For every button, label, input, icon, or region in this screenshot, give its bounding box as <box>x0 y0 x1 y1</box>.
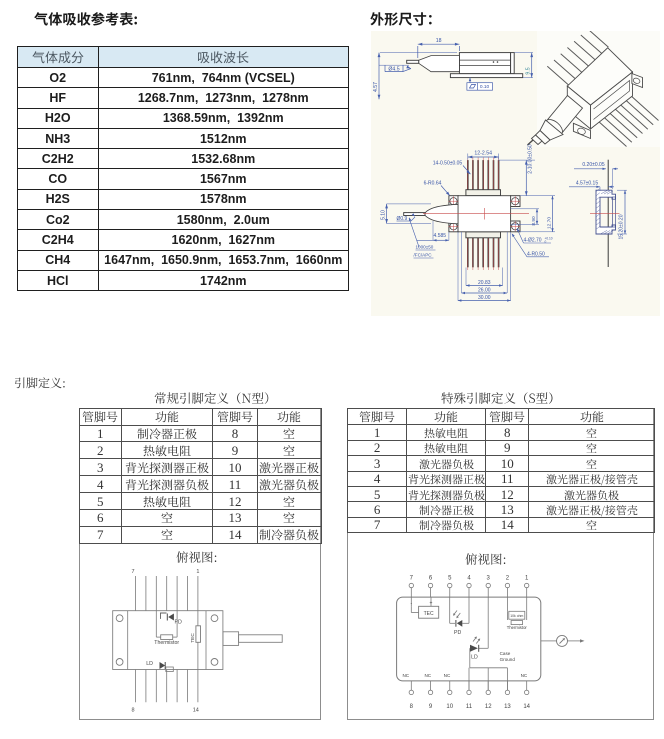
svg-text:Ø0.9: Ø0.9 <box>397 216 408 222</box>
svg-text:PD: PD <box>175 620 183 626</box>
svg-text:Thermistor: Thermistor <box>507 625 528 630</box>
svg-text:12.70: 12.70 <box>546 217 552 229</box>
svg-text:Ø4.5: Ø4.5 <box>388 66 399 72</box>
svg-text:8.90: 8.90 <box>531 216 537 226</box>
svg-text:1: 1 <box>196 569 199 575</box>
svg-text:+0.10: +0.10 <box>545 237 553 241</box>
svg-text:9.5: 9.5 <box>525 67 531 74</box>
svg-text:14-0.50±0.05: 14-0.50±0.05 <box>433 160 463 166</box>
svg-text:30.00: 30.00 <box>478 295 491 301</box>
svg-text:10: 10 <box>446 704 453 710</box>
svg-text:26.00: 26.00 <box>478 288 491 294</box>
svg-text:13: 13 <box>504 704 511 710</box>
svg-text:5: 5 <box>448 576 452 582</box>
svg-text:3: 3 <box>487 576 491 582</box>
svg-text:4: 4 <box>467 576 471 582</box>
svg-text:2-10.00±0.50: 2-10.00±0.50 <box>527 144 533 174</box>
svg-text:4.57±0.15: 4.57±0.15 <box>576 180 598 186</box>
svg-text:TEC: TEC <box>424 611 434 617</box>
svg-text:1: 1 <box>525 576 529 582</box>
svg-text:12-2.54: 12-2.54 <box>474 151 492 157</box>
svg-text:8: 8 <box>131 708 134 714</box>
svg-text:5.10: 5.10 <box>380 210 386 220</box>
svg-text:7: 7 <box>131 569 134 575</box>
svg-text:7: 7 <box>410 576 414 582</box>
svg-text:-: - <box>410 601 412 607</box>
svg-text:NC: NC <box>521 673 528 678</box>
svg-text:+: + <box>430 601 433 607</box>
svg-text:TEC: TEC <box>190 633 196 643</box>
svg-text:Thermistor: Thermistor <box>154 640 179 646</box>
svg-text:1000±50: 1000±50 <box>416 245 434 250</box>
svg-text:4-Ø2.70: 4-Ø2.70 <box>524 238 542 244</box>
svg-text:9: 9 <box>429 704 433 710</box>
svg-text:4-R0.50: 4-R0.50 <box>527 251 545 257</box>
svg-text:NC: NC <box>402 673 409 678</box>
svg-text:LD: LD <box>471 655 478 661</box>
svg-text:4.57: 4.57 <box>373 82 379 92</box>
svg-text:8: 8 <box>410 704 414 710</box>
svg-text:NC: NC <box>424 673 431 678</box>
svg-text:0: 0 <box>545 240 547 244</box>
svg-text:12: 12 <box>485 704 492 710</box>
svg-text:6-R0.64: 6-R0.64 <box>424 181 442 187</box>
svg-text:PD: PD <box>454 630 461 636</box>
svg-text:6: 6 <box>429 576 433 582</box>
svg-text:0.10: 0.10 <box>480 84 490 90</box>
svg-text:18: 18 <box>436 38 442 44</box>
svg-text:LD: LD <box>146 661 153 667</box>
svg-text:4.585: 4.585 <box>434 233 447 239</box>
svg-text:11: 11 <box>466 704 473 710</box>
svg-text:/FC/APC: /FC/APC <box>414 253 433 258</box>
svg-text:2: 2 <box>506 576 510 582</box>
svg-text:Case: Case <box>500 651 511 656</box>
svg-text:14: 14 <box>193 708 199 714</box>
svg-text:20.83: 20.83 <box>478 280 491 286</box>
svg-text:14: 14 <box>523 704 530 710</box>
svg-text:NC: NC <box>444 673 451 678</box>
svg-text:0.20±0.05: 0.20±0.05 <box>582 162 604 168</box>
svg-text:10k ohm: 10k ohm <box>510 614 523 618</box>
svg-text:Ground: Ground <box>500 657 516 662</box>
svg-text:15.20±0.20: 15.20±0.20 <box>619 214 625 239</box>
